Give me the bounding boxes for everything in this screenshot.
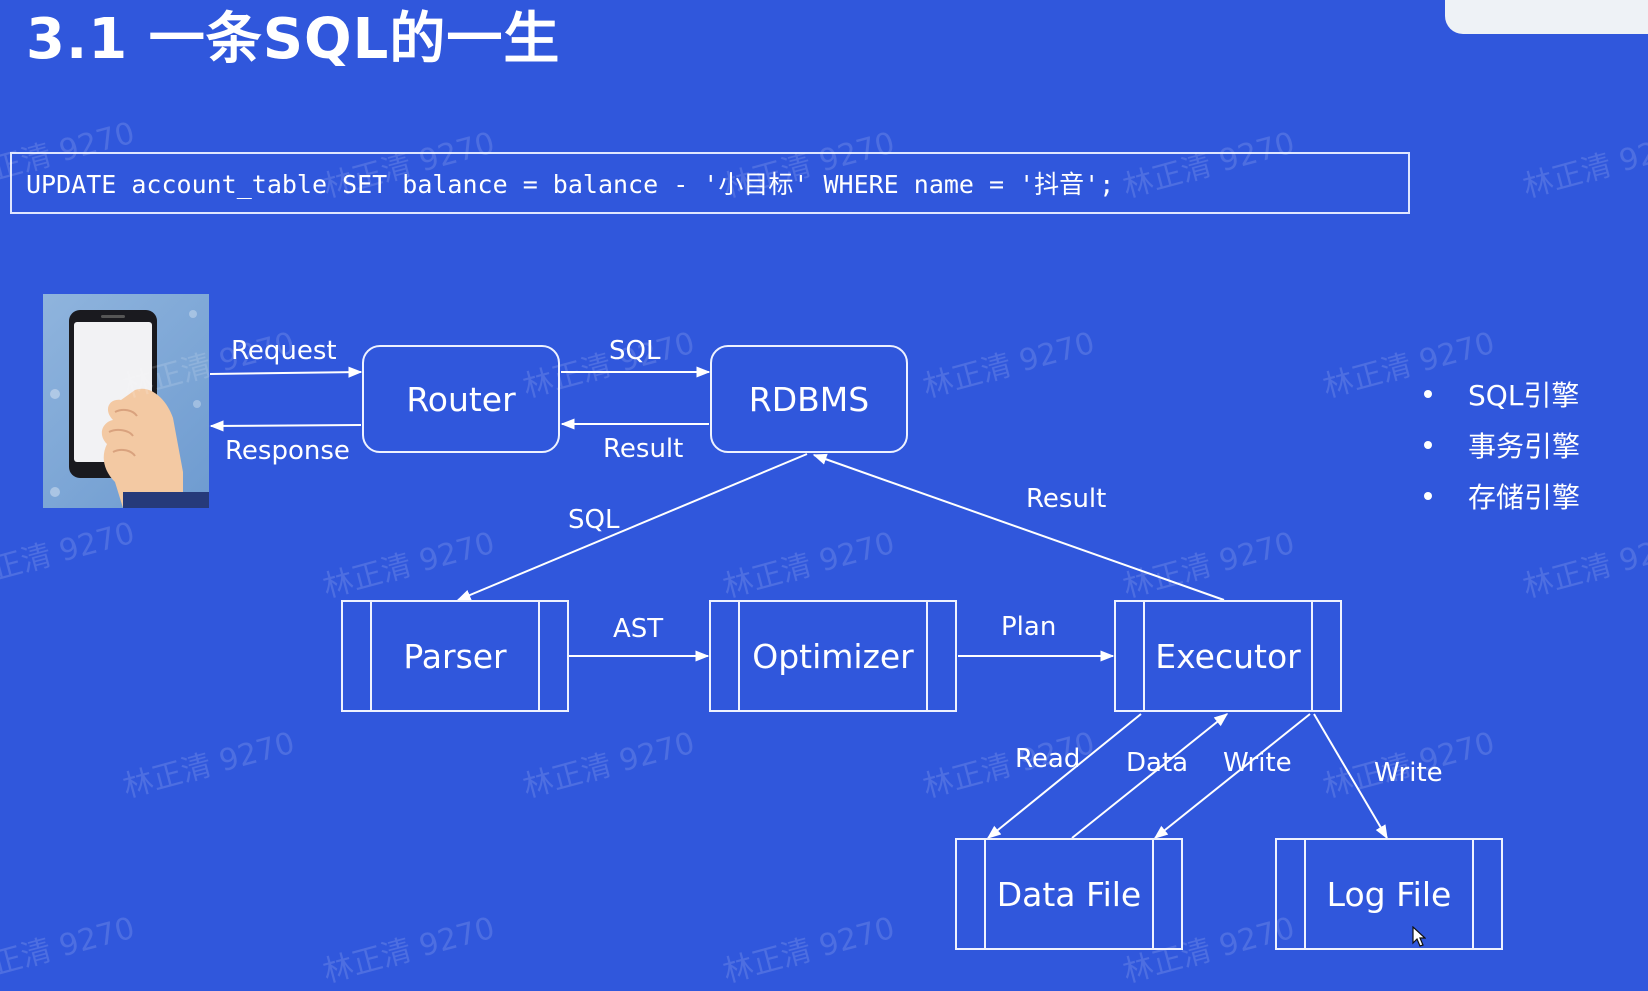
slide-title: 3.1 一条SQL的一生 [26, 7, 561, 72]
request-label: Request [231, 336, 337, 366]
read-arrow [986, 713, 1142, 839]
sql-label-rdbms-parser: SQL [568, 505, 620, 535]
data-label: Data [1126, 748, 1189, 778]
phone-in-hand-image [43, 294, 209, 508]
write-arrow-data-file [1153, 713, 1311, 839]
phone-icon [50, 310, 209, 508]
result-label-rdbms-router: Result [603, 434, 684, 464]
executor-node: Executor [1114, 600, 1342, 712]
bullet-icon [1424, 491, 1432, 500]
sql-statement-box: UPDATE account_table SET balance = balan… [10, 152, 1410, 214]
ast-label: AST [613, 614, 664, 644]
sql-label-router-rdbms: SQL [609, 336, 661, 366]
parser-label: Parser [403, 636, 507, 676]
read-label: Read [1015, 744, 1081, 774]
sql-statement-text: UPDATE account_table SET balance = balan… [26, 170, 1115, 199]
bullet-icon [1424, 389, 1432, 398]
list-item: SQL引擎 [1420, 368, 1640, 419]
log-file-label: Log File [1326, 874, 1452, 914]
list-item: 事务引擎 [1420, 419, 1640, 470]
write-label-data-file: Write [1223, 748, 1292, 778]
plan-label: Plan [1001, 612, 1057, 642]
optimizer-node: Optimizer [709, 600, 957, 712]
list-item: 存储引擎 [1420, 470, 1640, 521]
data-file-node: Data File [955, 838, 1183, 950]
request-arrow [209, 366, 363, 378]
parser-node: Parser [341, 600, 569, 712]
router-label: Router [406, 379, 516, 419]
result-arrow-executor-rdbms [812, 453, 1225, 601]
mouse-cursor-icon [1412, 926, 1426, 947]
diagram-connectors [209, 366, 1388, 840]
log-file-node: Log File [1275, 838, 1503, 950]
top-right-card [1445, 0, 1648, 34]
sql-arrow-rdbms-parser [456, 453, 808, 601]
router-node: Router [362, 345, 560, 453]
executor-label: Executor [1155, 636, 1301, 676]
write-label-log-file: Write [1374, 758, 1443, 788]
response-arrow [209, 420, 362, 432]
rdbms-node: RDBMS [710, 345, 908, 453]
write-arrow-log-file [1313, 713, 1388, 840]
result-label-executor-rdbms: Result [1026, 484, 1107, 514]
data-file-label: Data File [996, 874, 1142, 914]
engine-label: 存储引擎 [1468, 480, 1581, 514]
data-arrow [1071, 713, 1229, 839]
engine-label: SQL引擎 [1468, 378, 1580, 412]
rdbms-label: RDBMS [748, 379, 870, 419]
engine-list: SQL引擎 事务引擎 存储引擎 [1420, 368, 1640, 521]
engine-label: 事务引擎 [1468, 429, 1581, 463]
response-label: Response [225, 436, 350, 466]
optimizer-label: Optimizer [752, 636, 914, 676]
bullet-icon [1424, 440, 1432, 449]
